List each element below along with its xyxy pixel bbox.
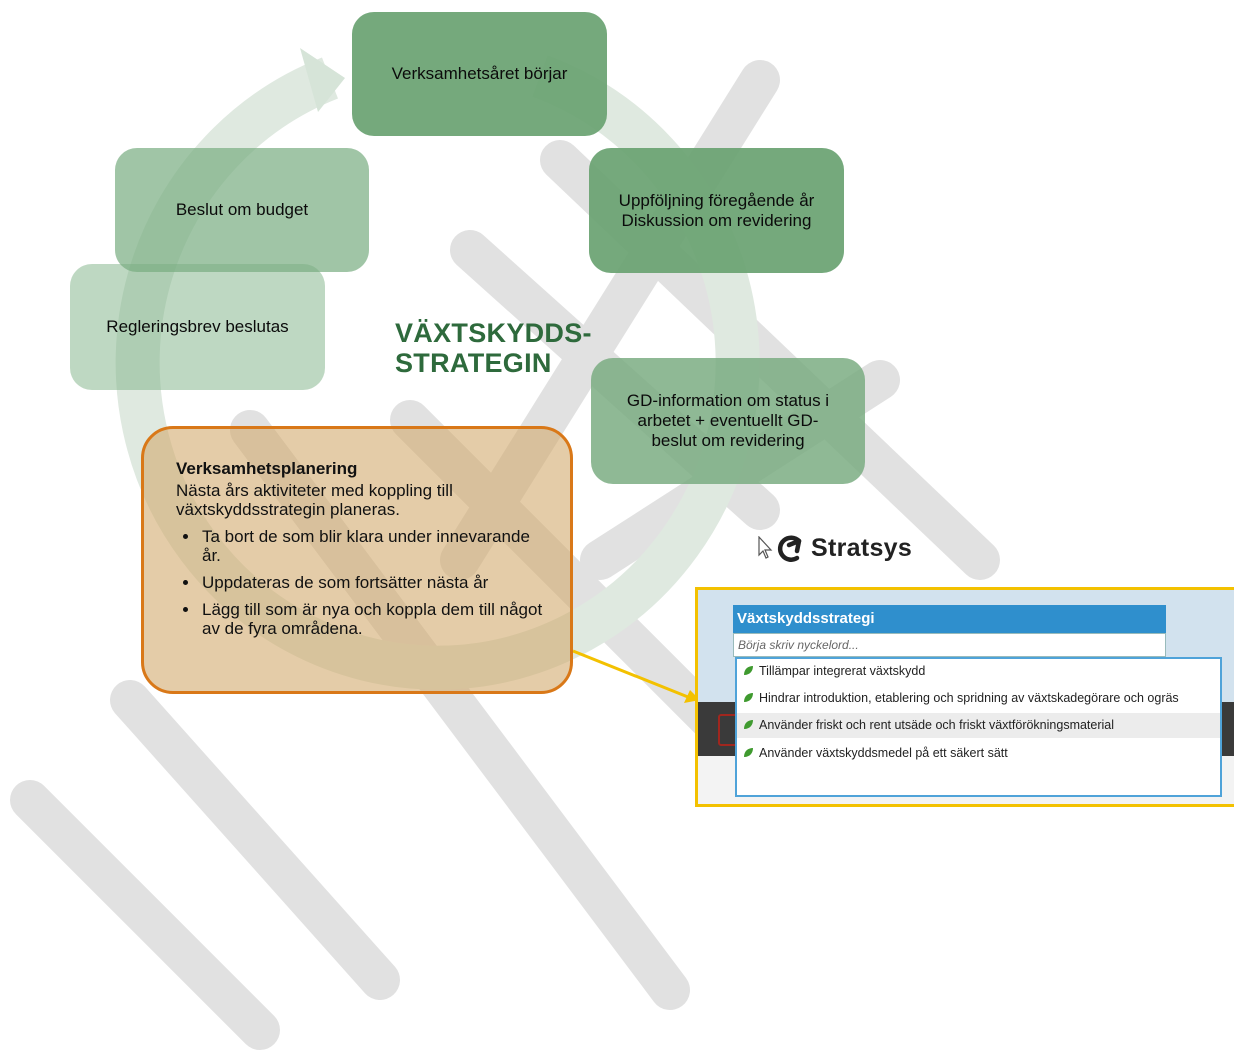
planning-box: Verksamhetsplanering Nästa års aktivitet… bbox=[141, 426, 573, 694]
suggestion-item[interactable]: Tillämpar integrerat växtskydd bbox=[737, 659, 1220, 684]
keyword-search-input[interactable]: Börja skriv nyckelord... bbox=[733, 633, 1166, 657]
planning-bullet: Uppdateras de som fortsätter nästa år bbox=[200, 573, 550, 592]
stage-start: Verksamhetsåret börjar bbox=[352, 12, 607, 136]
stage-label-line: beslut om revidering bbox=[651, 431, 805, 450]
stratsys-logo-icon bbox=[777, 535, 802, 562]
stratsys-logo: Stratsys bbox=[758, 533, 912, 563]
title-line: STRATEGIN bbox=[395, 348, 552, 378]
planning-bullet: Ta bort de som blir klara under innevara… bbox=[200, 527, 550, 565]
suggestion-text: Tillämpar integrerat växtskydd bbox=[759, 664, 926, 678]
planning-bullets: Ta bort de som blir klara under innevara… bbox=[176, 527, 550, 638]
title-line: VÄXTSKYDDS- bbox=[395, 318, 592, 348]
stage-regleringsbrev: Regleringsbrev beslutas bbox=[70, 264, 325, 390]
leaf-icon bbox=[744, 693, 753, 702]
suggestion-text: Använder växtskyddsmedel på ett säkert s… bbox=[759, 746, 1008, 760]
stage-label: Regleringsbrev beslutas bbox=[106, 317, 289, 336]
leaf-icon bbox=[744, 720, 753, 729]
stage-label-line: arbetet + eventuellt GD- bbox=[637, 411, 819, 430]
suggestion-item[interactable]: Använder växtskyddsmedel på ett säkert s… bbox=[737, 738, 1220, 766]
suggestion-item[interactable]: Hindrar introduktion, etablering och spr… bbox=[737, 684, 1220, 713]
suggestion-text: Hindrar introduktion, etablering och spr… bbox=[759, 691, 1179, 705]
stage-followup: Uppföljning föregående år Diskussion om … bbox=[589, 148, 844, 273]
planning-bullet: Lägg till som är nya och koppla dem till… bbox=[200, 600, 550, 638]
stage-label: Beslut om budget bbox=[175, 200, 309, 219]
stratsys-screenshot: Växtskyddsstrategi Börja skriv nyckelord… bbox=[695, 587, 1234, 807]
stage-label-line: GD-information om status i bbox=[626, 391, 830, 410]
stage-label-line: Diskussion om revidering bbox=[621, 210, 812, 230]
stage-gd-info: GD-information om status i arbetet + eve… bbox=[591, 358, 865, 484]
logo-wordmark: Stratsys bbox=[811, 533, 913, 562]
stage-label-line: Uppföljning föregående år bbox=[618, 190, 815, 210]
strategy-title: VÄXTSKYDDS- STRATEGIN bbox=[395, 318, 592, 378]
leaf-icon bbox=[744, 748, 753, 757]
stage-label: Verksamhetsåret börjar bbox=[391, 64, 568, 83]
panel-title: Växtskyddsstrategi bbox=[733, 605, 1166, 633]
leaf-icon bbox=[744, 666, 753, 675]
planning-intro: Nästa års aktiviteter med koppling till … bbox=[176, 481, 453, 519]
planning-heading: Verksamhetsplanering bbox=[176, 459, 358, 478]
stage-budget: Beslut om budget bbox=[115, 148, 369, 272]
suggestion-text: Använder friskt och rent utsäde och fris… bbox=[759, 718, 1115, 732]
suggestion-list: Tillämpar integrerat växtskydd Hindrar i… bbox=[735, 657, 1222, 797]
mouse-cursor-icon bbox=[758, 536, 773, 559]
suggestion-item[interactable]: Använder friskt och rent utsäde och fris… bbox=[737, 713, 1220, 738]
